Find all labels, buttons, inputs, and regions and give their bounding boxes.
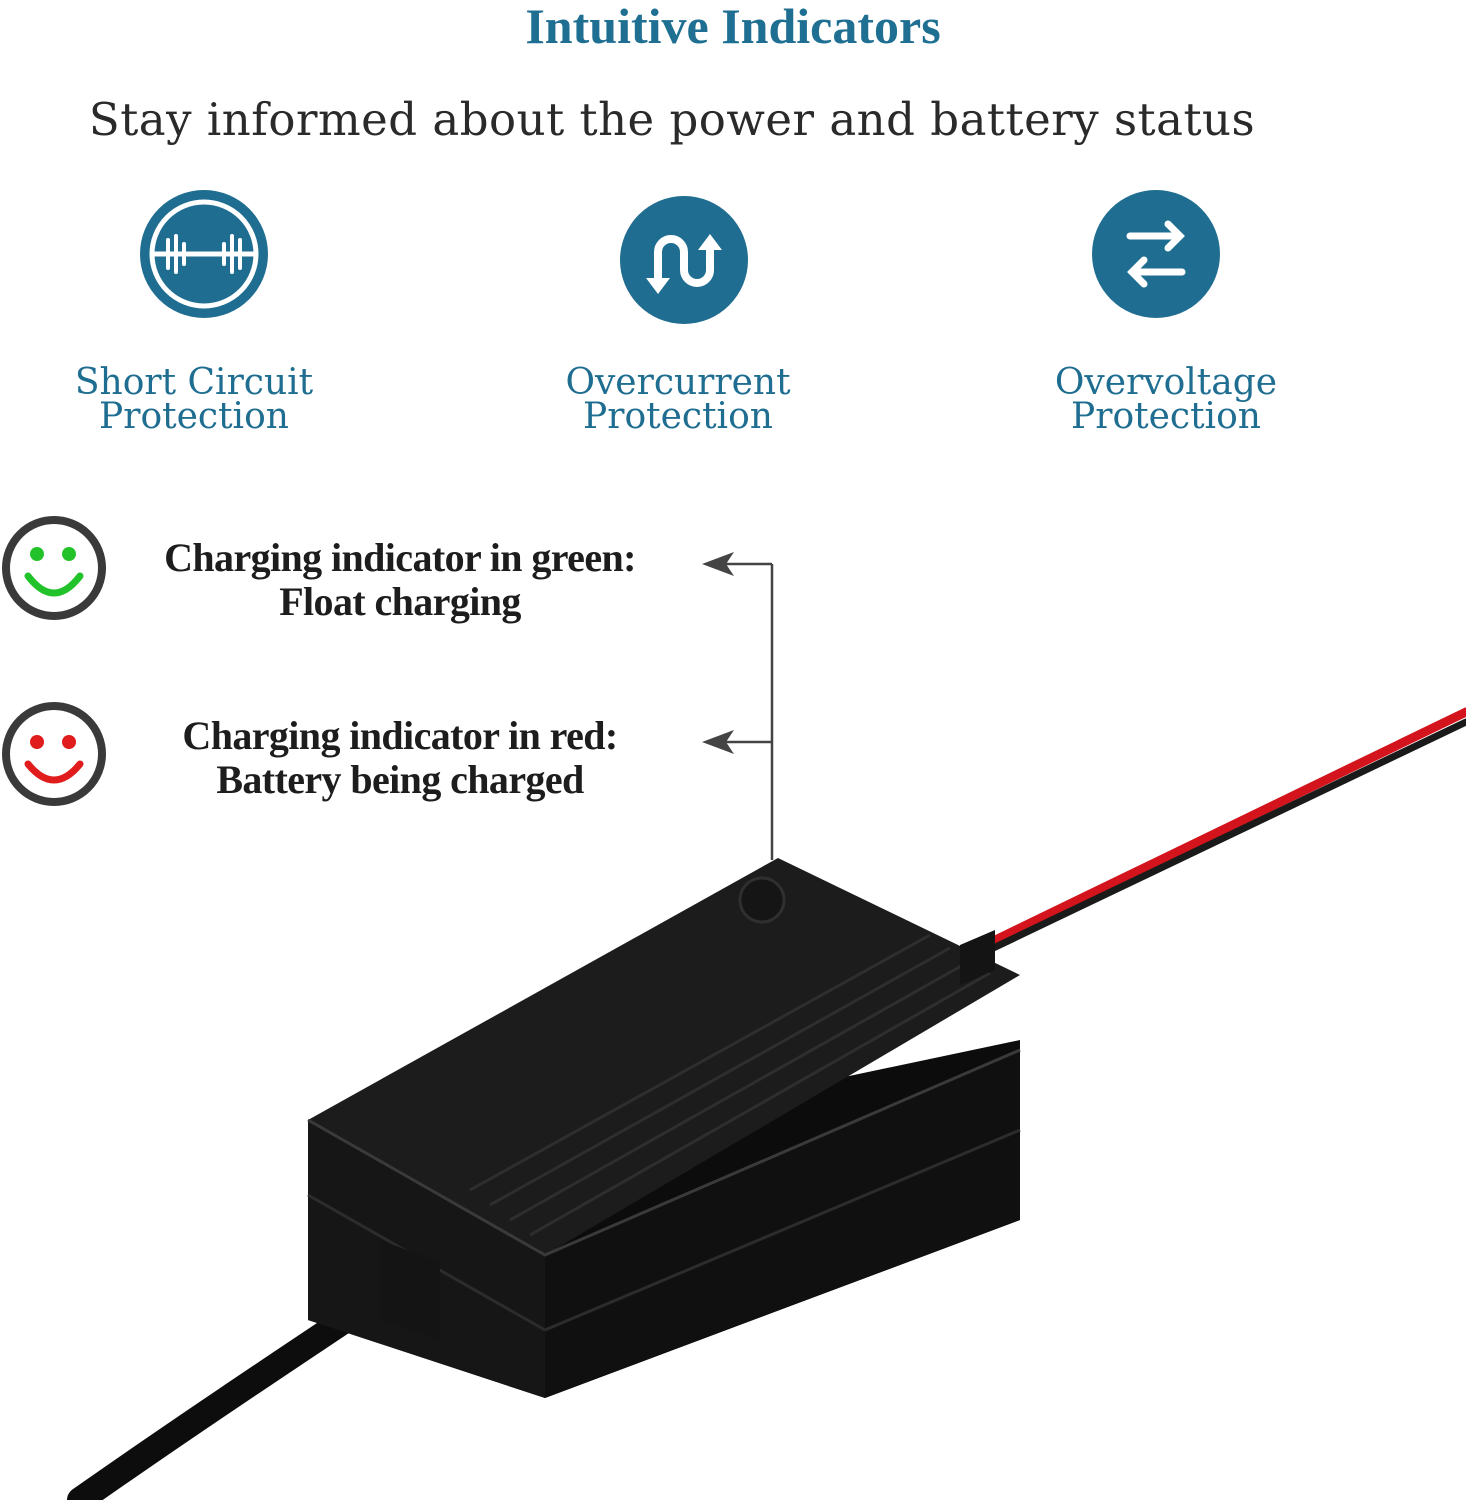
overvoltage-icon [1092, 190, 1220, 318]
red-smiley-icon [2, 702, 106, 806]
callout-lines [706, 562, 774, 860]
callout-arrowheads [702, 552, 734, 754]
input-cable [67, 1297, 373, 1500]
page-subtitle: Stay informed about the power and batter… [88, 93, 1256, 146]
short-circuit-icon [140, 190, 268, 318]
green-smiley-icon [2, 516, 106, 620]
charger-box [307, 858, 1021, 1398]
overcurrent-icon [620, 196, 748, 324]
page-title: Intuitive Indicators [525, 0, 941, 54]
indicator-text-green: Charging indicator in green:Float chargi… [164, 535, 636, 624]
indicator-text-red: Charging indicator in red:Battery being … [182, 713, 618, 802]
output-cable [980, 707, 1466, 956]
